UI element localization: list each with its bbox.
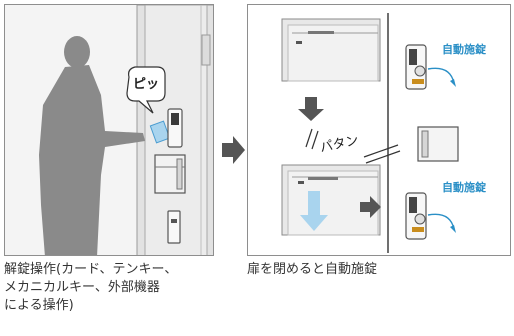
lower-lock — [167, 210, 181, 244]
unlock-scene-panel: ピッ — [4, 4, 214, 256]
speech-bubble — [126, 66, 166, 114]
panel-transition-arrow — [222, 136, 245, 164]
auto-lock-label-top: 自動施錠 — [442, 43, 486, 56]
left-caption-line-3: による操作) — [4, 298, 74, 313]
lock-device-bottom — [405, 192, 456, 240]
door-handle — [154, 154, 186, 194]
auto-lock-label-bottom: 自動施錠 — [442, 181, 486, 194]
person-silhouette — [39, 36, 145, 255]
sound-effect-lines — [305, 128, 401, 164]
left-caption-line-1: 解錠操作(カード、テンキー、 — [4, 262, 178, 277]
door-lock-device — [167, 108, 183, 148]
left-caption-line-2: メカニカルキー、外部機器 — [4, 280, 160, 295]
card-key — [149, 120, 171, 144]
auto-lock-arrow — [360, 196, 381, 218]
door-closing-arrow — [298, 97, 324, 121]
lock-device-top — [405, 44, 456, 90]
auto-lock-scene-panel: 自動施錠 自動施錠 パタン — [247, 4, 511, 256]
closed-door-motion-arrow — [300, 191, 328, 231]
unlock-scene-illustration — [5, 5, 213, 255]
auto-lock-illustration — [281, 13, 459, 253]
speech-bubble-text: ピッ — [132, 77, 159, 92]
door-hinge — [201, 34, 211, 66]
door-open — [281, 18, 381, 82]
door-handle-middle — [417, 126, 459, 162]
door-closed — [281, 164, 381, 236]
right-caption: 扉を閉めると自動施錠 — [247, 262, 378, 277]
